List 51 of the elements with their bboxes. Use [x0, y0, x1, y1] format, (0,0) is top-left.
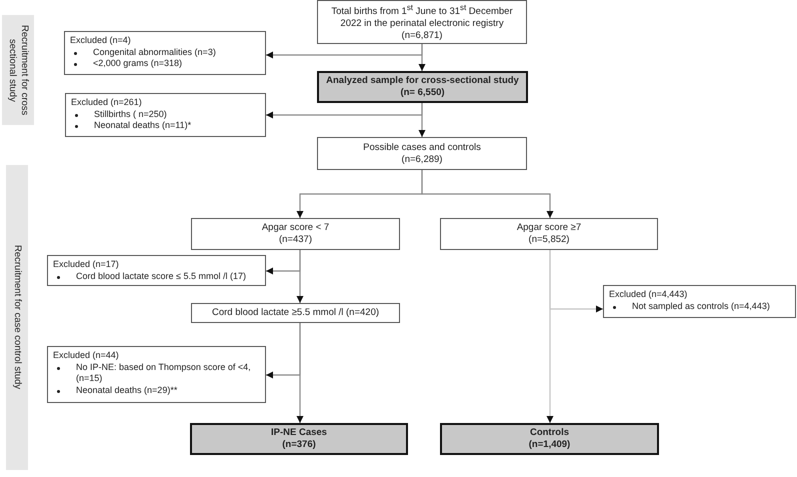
exclusion-box [47, 346, 266, 403]
band-label: Recruitment for case control study [11, 245, 23, 390]
box-text: Controls [530, 427, 570, 439]
exclusion-box [603, 285, 796, 318]
box-text: (n=6,289) [402, 154, 442, 166]
box-text: (n=1,409) [528, 439, 570, 451]
bullet-text: No IP-NE: based on Thompson score of <4, (n=15) [76, 362, 252, 384]
bullet-text: Cord blood lactate score ≤ 5.5 mmol /l (17) [76, 270, 246, 282]
section-band [6, 165, 28, 470]
bullet-text: Congenital abnormalities (n=3) [93, 46, 216, 58]
box-text: Total births from 1$^{st}$ June to 31$^{st}$ December 2022 in the perinatal electronic registry [330, 2, 514, 30]
exclusion-box [47, 255, 266, 286]
bullet-text: Neonatal deaths (n=29)** [76, 384, 178, 396]
process-box [191, 303, 400, 323]
arrow [296, 323, 304, 423]
box-text: (n=376) [282, 439, 316, 451]
box-heading: Excluded (n=4,443) [609, 289, 688, 300]
arrow [546, 250, 554, 423]
box-heading: Excluded (n=17) [53, 259, 120, 270]
result-box [190, 423, 408, 455]
bullet-text: <2,000 grams (n=318) [93, 58, 182, 70]
result-box [440, 423, 659, 455]
box-text: (n= 6,550) [400, 87, 445, 99]
box-heading: Excluded (n=4) [70, 35, 132, 46]
box-text: Apgar score < 7 [262, 222, 330, 234]
exclusion-box [64, 31, 266, 75]
result-box [317, 71, 528, 103]
box-text: Apgar score ≥7 [516, 222, 582, 234]
band-label: Recruitment for cross sectional study [6, 24, 30, 118]
bullet-text: Stillbirths ( n=250) [94, 108, 167, 120]
box-text: Cord blood lactate ≥5.5 mmol /l (n=420) [212, 307, 380, 319]
box-heading: Excluded (n=261) [71, 97, 143, 108]
bullet-text: Not sampled as controls (n=4,443) [632, 300, 770, 312]
process-box [191, 218, 400, 250]
box-text: (n=437) [278, 234, 312, 246]
arrow [418, 103, 426, 137]
box-text: IP-NE Cases [271, 427, 327, 439]
process-box [317, 0, 527, 44]
process-box [440, 218, 658, 250]
process-box [317, 137, 527, 170]
arrow [296, 250, 304, 303]
section-band [2, 15, 34, 125]
box-text: Possible cases and controls [363, 142, 481, 154]
box-text: Analyzed sample for cross-sectional study [326, 75, 519, 87]
bullet-text: Neonatal deaths (n=11)* [94, 120, 192, 132]
exclusion-box [65, 93, 266, 137]
arrow [418, 44, 426, 71]
box-heading: Excluded (n=44) [53, 350, 120, 362]
box-text: (n=5,852) [528, 234, 570, 246]
arrow [421, 170, 554, 218]
box-text: (n=6,871) [402, 30, 442, 42]
